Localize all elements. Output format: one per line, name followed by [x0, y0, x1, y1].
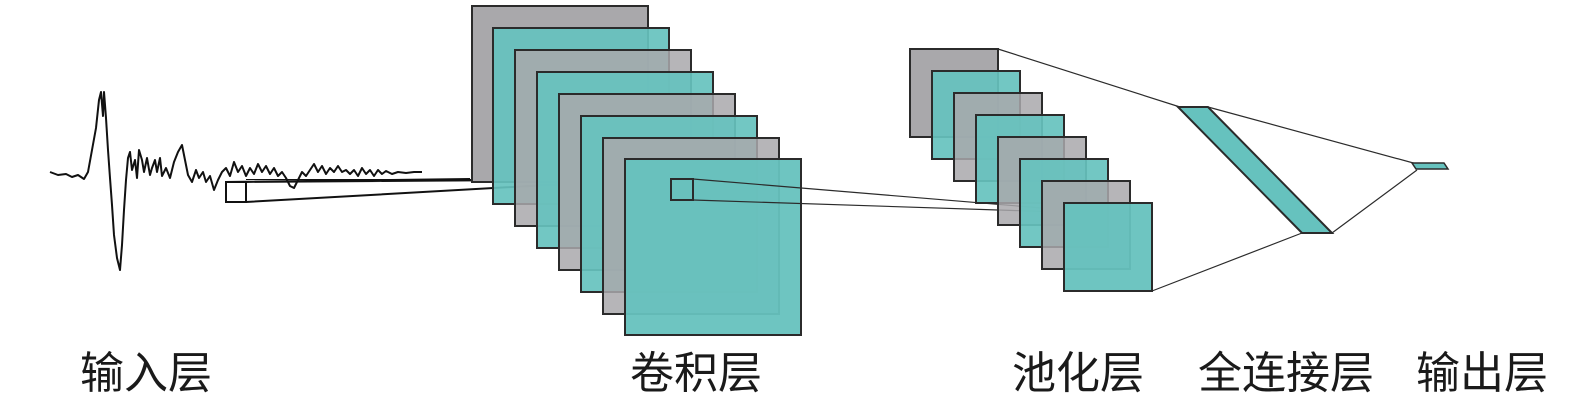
- fc-to-output-lines: [1207, 106, 1418, 234]
- output-layer-bar: [1410, 162, 1450, 170]
- window-connection-lines: [225, 177, 673, 203]
- pool-layer-label: 池化层: [1012, 348, 1144, 399]
- conv-layer-label: 卷积层: [630, 348, 762, 399]
- conv-feature-map-8: [624, 158, 802, 336]
- pool-feature-map-8: [1063, 202, 1153, 292]
- output-layer-label: 输出层: [1416, 348, 1548, 399]
- fc-layer-bar: [1175, 106, 1335, 234]
- fc-layer-label: 全连接层: [1198, 348, 1374, 399]
- pool-to-fc-lines: [997, 48, 1303, 292]
- input-layer-label: 输入层: [80, 348, 212, 399]
- input-window: [225, 181, 247, 203]
- input-waveform: [49, 91, 422, 271]
- input-window-body: [246, 179, 670, 180]
- conv-kernel-window: [670, 178, 694, 201]
